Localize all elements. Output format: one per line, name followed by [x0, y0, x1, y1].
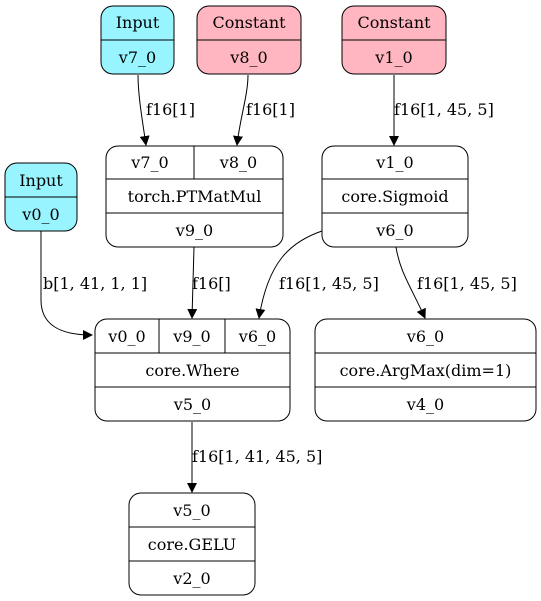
edge-v7-to-matmul: f16[1] [137, 74, 195, 146]
edge-v6-to-argmax: f16[1, 45, 5] [395, 246, 517, 319]
node-input-label: v6_0 [238, 327, 276, 346]
edge-label: f16[1] [246, 100, 295, 119]
node-output-label: v6_0 [375, 221, 413, 240]
op-node-where[interactable]: v0_0 v9_0 v6_0 core.Where v5_0 [94, 318, 291, 422]
edge-label: f16[] [192, 274, 231, 293]
node-input-label: v1_0 [375, 153, 413, 172]
edge-v6-to-where: f16[1, 45, 5] [255, 230, 379, 319]
node-output-label: v7_0 [118, 48, 156, 67]
node-output-label: v8_0 [229, 48, 267, 67]
op-node-matmul[interactable]: v7_0 v8_0 torch.PTMatMul v9_0 [105, 145, 284, 248]
node-op-label: torch.PTMatMul [128, 187, 262, 206]
node-op-label: core.ArgMax(dim=1) [340, 361, 512, 380]
node-output-label: v4_0 [406, 395, 444, 414]
edge-label: b[1, 41, 1, 1] [43, 274, 147, 293]
node-output-label: v2_0 [172, 569, 210, 588]
edge-v1-to-sigmoid: f16[1, 45, 5] [389, 75, 494, 146]
input-node-v7[interactable]: Input v7_0 [100, 5, 175, 75]
edge-label: f16[1, 45, 5] [279, 274, 379, 293]
node-type-label: Input [19, 171, 63, 190]
edge-label: f16[1, 45, 5] [417, 274, 517, 293]
node-op-label: core.Sigmoid [341, 187, 448, 206]
node-output-label: v0_0 [21, 205, 59, 224]
op-node-gelu[interactable]: v5_0 core.GELU v2_0 [128, 492, 256, 596]
node-input-label: v6_0 [406, 327, 444, 346]
constant-node-v8[interactable]: Constant v8_0 [196, 5, 302, 75]
op-node-sigmoid[interactable]: v1_0 core.Sigmoid v6_0 [321, 145, 469, 248]
input-node-v0[interactable]: Input v0_0 [4, 162, 78, 232]
node-output-label: v5_0 [173, 395, 211, 414]
edge-label: f16[1] [146, 100, 195, 119]
node-output-label: v9_0 [175, 221, 213, 240]
op-node-argmax[interactable]: v6_0 core.ArgMax(dim=1) v4_0 [314, 318, 537, 422]
node-input-label: v9_0 [172, 327, 210, 346]
node-input-label: v0_0 [107, 327, 145, 346]
edge-v8-to-matmul: f16[1] [233, 74, 295, 146]
edge-label: f16[1, 45, 5] [394, 100, 494, 119]
node-op-label: core.Where [145, 361, 239, 380]
edge-v0-to-where: b[1, 41, 1, 1] [40, 231, 147, 340]
constant-node-v1[interactable]: Constant v1_0 [341, 5, 447, 75]
node-type-label: Constant [357, 13, 431, 32]
node-input-label: v5_0 [172, 501, 210, 520]
node-input-label: v7_0 [130, 153, 168, 172]
node-type-label: Input [116, 13, 160, 32]
edge-v9-to-where: f16[] [187, 246, 231, 319]
node-input-label: v8_0 [219, 153, 257, 172]
node-op-label: core.GELU [148, 535, 237, 554]
edge-v5-to-gelu: f16[1, 41, 45, 5] [187, 422, 322, 493]
node-output-label: v1_0 [374, 48, 412, 67]
node-type-label: Constant [212, 13, 286, 32]
edge-label: f16[1, 41, 45, 5] [192, 447, 322, 466]
